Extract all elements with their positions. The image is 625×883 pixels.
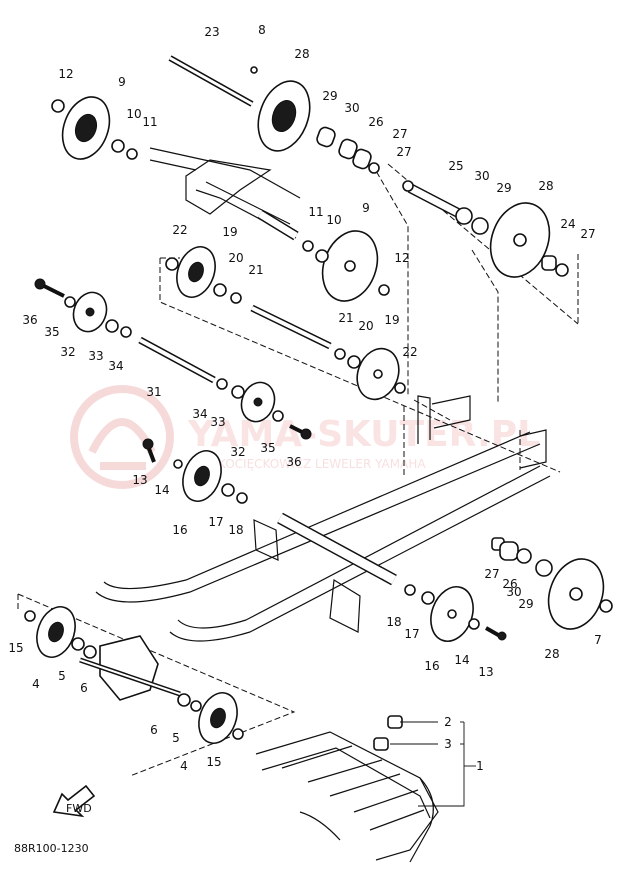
callout-c37: 34 <box>192 407 207 421</box>
wheel-9-left <box>61 96 111 160</box>
callout-c32: 21 <box>338 311 353 325</box>
diagram-code: 88R100-1230 <box>14 842 89 855</box>
forward-arrow-text: FWD <box>66 802 92 815</box>
callout-c29: 32 <box>60 345 75 359</box>
callout-c57: 13 <box>478 665 493 679</box>
callout-c3: 28 <box>294 47 309 61</box>
callout-c68: 1 <box>476 759 484 773</box>
callout-c47: 27 <box>484 567 499 581</box>
callout-c7: 30 <box>344 101 359 115</box>
callout-c9: 11 <box>142 115 157 129</box>
callout-c55: 16 <box>424 659 439 673</box>
small-parts <box>24 66 613 751</box>
watermark: YAMA-SKUTER.PL KOCIĘCKOWICZ LEWELER YAMA… <box>70 385 540 489</box>
callout-c63: 5 <box>172 731 180 745</box>
callout-c51: 7 <box>594 633 602 647</box>
callout-c61: 6 <box>80 681 88 695</box>
callout-c43: 14 <box>154 483 169 497</box>
callout-c58: 15 <box>8 641 23 655</box>
callout-c10: 26 <box>368 115 383 129</box>
callout-c1: 23 <box>204 25 219 39</box>
callout-c52: 28 <box>544 647 559 661</box>
callout-c49: 30 <box>506 585 521 599</box>
wheel-4-right <box>198 692 238 744</box>
callout-c66: 2 <box>444 715 452 729</box>
callout-c65: 15 <box>206 755 221 769</box>
callout-c41: 36 <box>286 455 301 469</box>
callout-c2: 8 <box>258 23 266 37</box>
callout-c46: 18 <box>228 523 243 537</box>
track <box>255 731 439 863</box>
watermark-main-text: YAMA-SKUTER.PL <box>187 414 540 455</box>
callout-c67: 3 <box>444 737 452 751</box>
callout-c59: 4 <box>32 677 40 691</box>
wheels <box>36 80 605 744</box>
callout-c33: 20 <box>358 319 373 333</box>
wheel-9-mid <box>321 230 379 302</box>
callout-c48: 26 <box>502 577 517 591</box>
upper-frame <box>149 147 301 239</box>
callout-c13: 25 <box>448 159 463 173</box>
callout-c64: 4 <box>180 759 188 773</box>
callout-c20: 22 <box>172 223 187 237</box>
callout-c14: 30 <box>474 169 489 183</box>
callout-c50: 29 <box>518 597 533 611</box>
callout-c12: 27 <box>396 145 411 159</box>
callout-c16: 28 <box>538 179 553 193</box>
callout-c27: 36 <box>22 313 37 327</box>
callout-c28: 35 <box>44 325 59 339</box>
callout-c22: 20 <box>228 251 243 265</box>
callout-c18: 10 <box>326 213 341 227</box>
watermark-logo <box>70 385 174 489</box>
shafts <box>138 55 463 586</box>
callout-c44: 16 <box>172 523 187 537</box>
callout-c42: 13 <box>132 473 147 487</box>
callout-c23: 21 <box>248 263 263 277</box>
callout-c5: 9 <box>118 75 126 89</box>
wheel-16-right <box>430 586 474 642</box>
callout-c39: 32 <box>230 445 245 459</box>
wheel-16-left <box>182 450 222 502</box>
callout-c8: 10 <box>126 107 141 121</box>
callout-c40: 35 <box>260 441 275 455</box>
wheel-4-left <box>36 606 76 658</box>
callout-c24: 24 <box>560 217 575 231</box>
callout-c45: 17 <box>208 515 223 529</box>
callout-c53: 18 <box>386 615 401 629</box>
callout-c54: 17 <box>404 627 419 641</box>
callout-c36: 31 <box>146 385 161 399</box>
callout-c6: 29 <box>322 89 337 103</box>
callout-c11: 27 <box>392 127 407 141</box>
watermark-sub-text: KOCIĘCKOWICZ LEWELER YAMAHA <box>218 457 426 471</box>
callout-c31: 34 <box>108 359 123 373</box>
wheel-28-right <box>489 202 551 278</box>
callout-c19: 9 <box>362 201 370 215</box>
forward-arrow-icon: FWD <box>52 784 96 818</box>
wheel-32-left <box>72 291 108 333</box>
callout-c15: 29 <box>496 181 511 195</box>
callout-c38: 33 <box>210 415 225 429</box>
slide-rails <box>95 395 551 642</box>
callout-c4: 12 <box>58 67 73 81</box>
callout-c35: 22 <box>402 345 417 359</box>
leader-lines <box>390 721 476 807</box>
callout-c62: 6 <box>150 723 158 737</box>
wheel-28-top <box>257 80 311 152</box>
callout-c17: 11 <box>308 205 323 219</box>
callout-c60: 5 <box>58 669 66 683</box>
callout-c25: 27 <box>580 227 595 241</box>
wheel-19-right <box>356 347 400 401</box>
callout-c26: 12 <box>394 251 409 265</box>
callout-c56: 14 <box>454 653 469 667</box>
callout-c21: 19 <box>222 225 237 239</box>
axle-housing <box>79 635 181 701</box>
wheel-32-right <box>240 381 276 423</box>
callout-c34: 19 <box>384 313 399 327</box>
wheel-19-left <box>176 246 216 298</box>
callout-c30: 33 <box>88 349 103 363</box>
